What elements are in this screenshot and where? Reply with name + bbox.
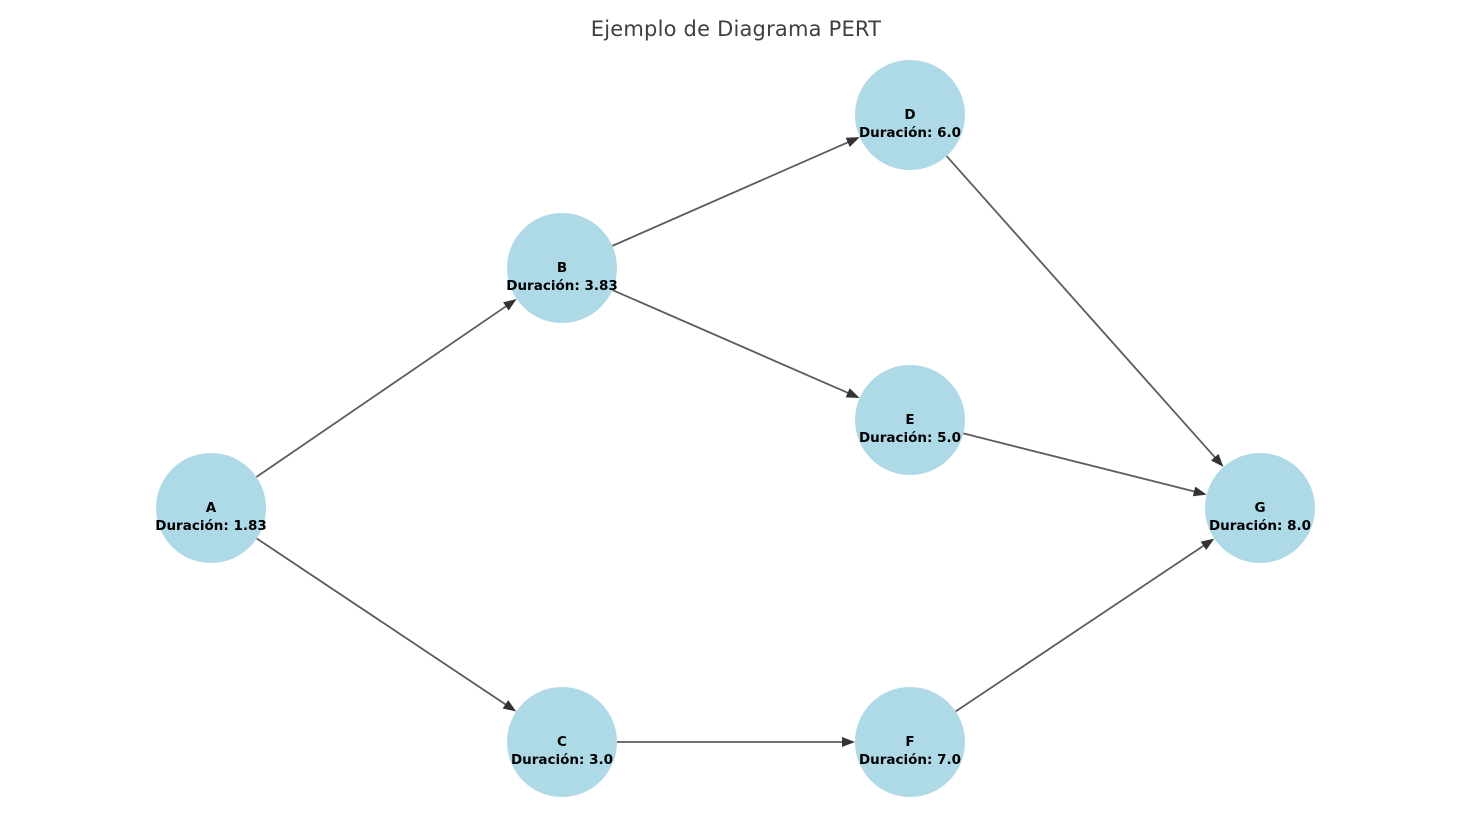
arrowhead-icon — [845, 388, 860, 398]
node-circle-c[interactable] — [507, 687, 617, 797]
edge-line — [612, 289, 851, 395]
node-circle-f[interactable] — [855, 687, 965, 797]
edge-c-to-f — [617, 737, 855, 747]
arrowhead-icon — [842, 737, 855, 747]
edge-line — [963, 432, 1198, 494]
page-title: Ejemplo de Diagrama PERT — [590, 17, 882, 41]
arrowhead-icon — [1211, 453, 1224, 467]
edge-b-to-e — [612, 289, 860, 398]
edge-a-to-b — [255, 299, 517, 478]
edge-e-to-g — [963, 432, 1207, 497]
edge-line — [611, 140, 851, 247]
node-circle-e[interactable] — [855, 365, 965, 475]
edge-f-to-g — [955, 538, 1215, 713]
node-circle-b[interactable] — [507, 213, 617, 323]
edge-d-to-g — [945, 155, 1224, 467]
edges-layer — [255, 137, 1224, 747]
nodes-layer — [156, 60, 1315, 797]
arrowhead-icon — [845, 137, 860, 147]
node-circle-g[interactable] — [1205, 453, 1315, 563]
arrowhead-icon — [1192, 486, 1207, 497]
edge-line — [256, 537, 509, 707]
edge-line — [945, 155, 1218, 461]
edge-line — [255, 303, 509, 478]
edge-a-to-c — [256, 537, 517, 712]
node-circle-d[interactable] — [855, 60, 965, 170]
edge-line — [955, 543, 1207, 713]
arrowhead-icon — [1200, 538, 1215, 550]
node-circle-a[interactable] — [156, 453, 266, 563]
arrowhead-icon — [503, 299, 517, 311]
arrowhead-icon — [502, 700, 517, 712]
edge-b-to-d — [611, 137, 860, 247]
